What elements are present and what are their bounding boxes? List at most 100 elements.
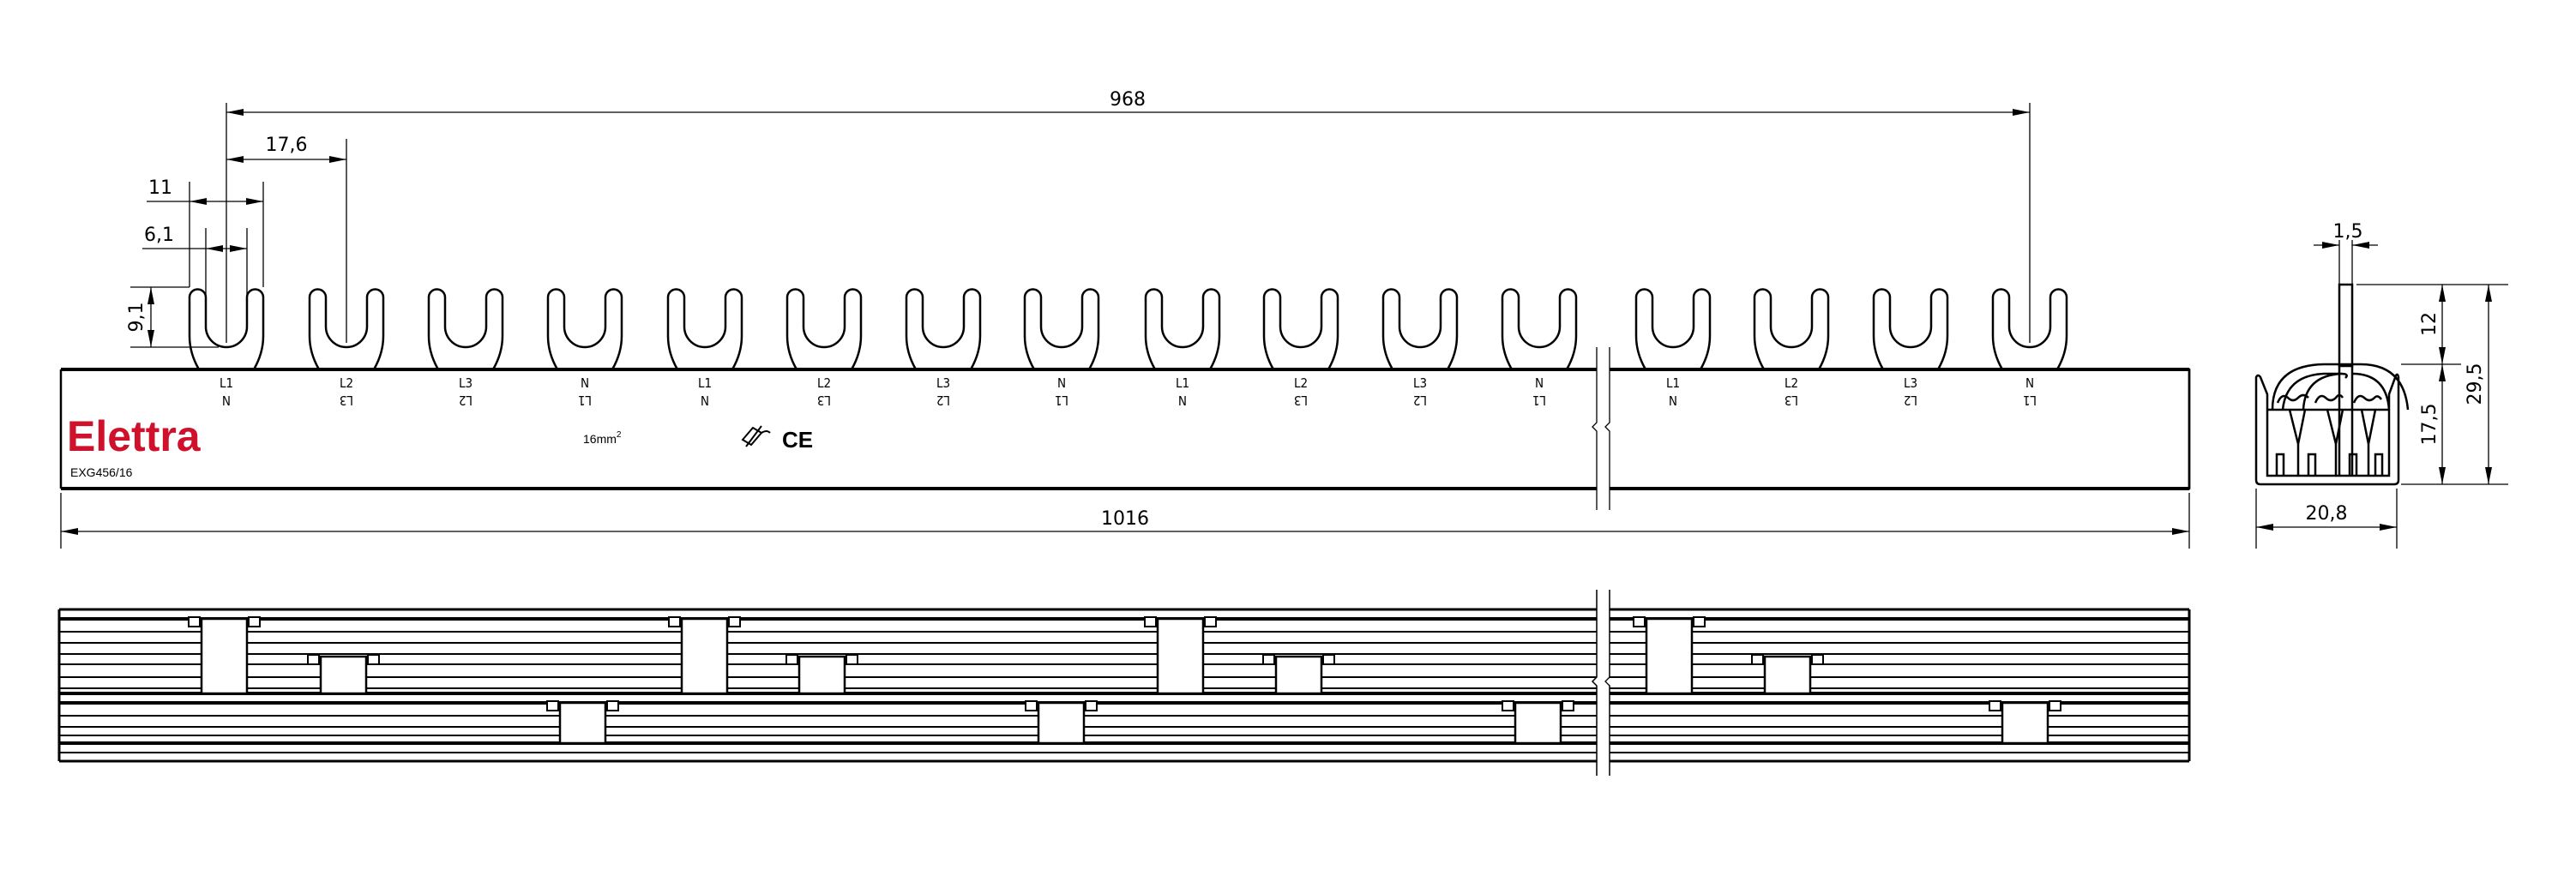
fork-terminal: L1N xyxy=(188,288,265,408)
side-view: 1,5 12 17,5 29,5 20,8 xyxy=(2254,221,2508,549)
fork-terminal: L1N xyxy=(666,288,743,408)
tab-notch xyxy=(1322,654,1335,665)
phase-label-bottom: L2 xyxy=(459,393,472,408)
phase-label-top: L2 xyxy=(1785,375,1798,391)
phase-label-top: L2 xyxy=(1294,375,1308,391)
phase-label-bottom: N xyxy=(701,393,709,408)
housing-profile xyxy=(2254,363,2410,486)
phase-label-bottom: L2 xyxy=(936,393,950,408)
dimension-length: 1016 xyxy=(60,493,2190,549)
phase-label-bottom: L1 xyxy=(1055,393,1068,408)
fork-terminal: NL1 xyxy=(1991,288,2068,408)
tab-notch xyxy=(1989,700,2001,711)
phase-label-bottom: N xyxy=(1669,393,1677,408)
terminal-window xyxy=(1763,655,1812,695)
terminal-window xyxy=(1037,701,1086,745)
fork-outline xyxy=(1872,288,1949,370)
phase-label-top: L3 xyxy=(936,375,950,391)
fork-outline xyxy=(1753,288,1830,370)
break-line xyxy=(1592,590,1610,776)
fork-outline xyxy=(1501,288,1578,370)
terminal-window xyxy=(1274,655,1323,695)
tab-notch xyxy=(1262,654,1275,665)
phase-label-top: L1 xyxy=(220,375,233,391)
no-tool-symbol-icon xyxy=(741,425,771,447)
tab-notch xyxy=(728,616,741,627)
svg-text:12: 12 xyxy=(2419,312,2441,336)
svg-text:17,5: 17,5 xyxy=(2419,404,2441,446)
busbar-body xyxy=(61,368,2191,490)
fork-outline xyxy=(1262,288,1339,370)
dimension-blade-thickness: 1,5 xyxy=(2314,221,2378,285)
fork-outline xyxy=(308,288,385,370)
phase-label-top: L2 xyxy=(340,375,353,391)
fork-outline xyxy=(427,288,504,370)
tab-notch xyxy=(1085,700,1098,711)
phase-label-bottom: L3 xyxy=(1294,393,1308,408)
tab-notch xyxy=(1204,616,1217,627)
tab-notch xyxy=(367,654,380,665)
fork-outline xyxy=(785,288,863,370)
tab-notch xyxy=(546,700,559,711)
brand-logo: Elettra xyxy=(67,412,202,460)
fork-outline xyxy=(666,288,743,370)
fork-terminal: NL1 xyxy=(546,288,623,408)
blade xyxy=(2338,283,2354,368)
tab-notch xyxy=(188,616,201,627)
phase-label-bottom: L2 xyxy=(1413,393,1427,408)
phase-label-bottom: N xyxy=(222,393,231,408)
phase-label-bottom: L3 xyxy=(817,393,831,408)
phase-label-bottom: L2 xyxy=(1904,393,1917,408)
tab-notch xyxy=(846,654,858,665)
svg-text:17,6: 17,6 xyxy=(266,135,308,156)
terminal-window xyxy=(797,655,846,695)
phase-label-bottom: L3 xyxy=(1785,393,1798,408)
fork-outline xyxy=(546,288,623,370)
ce-mark: CE xyxy=(782,427,813,453)
phase-label-top: L3 xyxy=(1904,375,1917,391)
fork-outline xyxy=(1634,288,1712,370)
dimension-fork-inner: 6,1 xyxy=(142,225,248,296)
dimension-fork-height: 9,1 xyxy=(126,286,219,348)
phase-label-top: L3 xyxy=(459,375,472,391)
product-code: EXG456/16 xyxy=(70,465,133,479)
fork-terminal: L1N xyxy=(1144,288,1221,408)
phase-label-top: L1 xyxy=(698,375,712,391)
front-view: L1NL2L3L3L2NL1L1NL2L3L3L2NL1L1NL2L3L3L2N… xyxy=(59,89,2191,549)
dimension-heights: 12 17,5 29,5 xyxy=(2356,284,2508,485)
terminal-window xyxy=(319,655,368,695)
dimension-fork-outer: 11 xyxy=(147,177,264,287)
fork-outline xyxy=(188,288,265,370)
fork-outline xyxy=(1144,288,1221,370)
tab-notch xyxy=(1502,700,1514,711)
dimension-pitch: 17,6 xyxy=(226,135,347,343)
phase-label-bottom: L3 xyxy=(340,393,353,408)
terminal-window xyxy=(2001,701,2049,745)
phase-label-bottom: N xyxy=(1178,393,1187,408)
svg-text:29,5: 29,5 xyxy=(2465,363,2486,405)
phase-label-top: N xyxy=(1057,375,1066,391)
phase-label-top: L1 xyxy=(1176,375,1189,391)
dimension-width: 20,8 xyxy=(2255,489,2398,549)
phase-label-top: L2 xyxy=(817,375,831,391)
fork-terminal: NL1 xyxy=(1501,288,1578,408)
svg-text:9,1: 9,1 xyxy=(126,303,147,333)
fork-outline xyxy=(1991,288,2068,370)
tab-notch xyxy=(1144,616,1157,627)
fork-terminal: N L1 xyxy=(1023,288,1100,408)
svg-text:6,1: 6,1 xyxy=(144,225,174,246)
cross-section-label: 16mm2 xyxy=(583,430,622,446)
tab-notch xyxy=(1562,700,1574,711)
phase-label-bottom: L1 xyxy=(1532,393,1546,408)
fork-row: L1NL2L3L3L2NL1L1NL2L3L3L2NL1L1NL2L3L3L2N… xyxy=(188,288,2068,408)
tab-notch xyxy=(307,654,320,665)
tab-notch xyxy=(1693,616,1706,627)
